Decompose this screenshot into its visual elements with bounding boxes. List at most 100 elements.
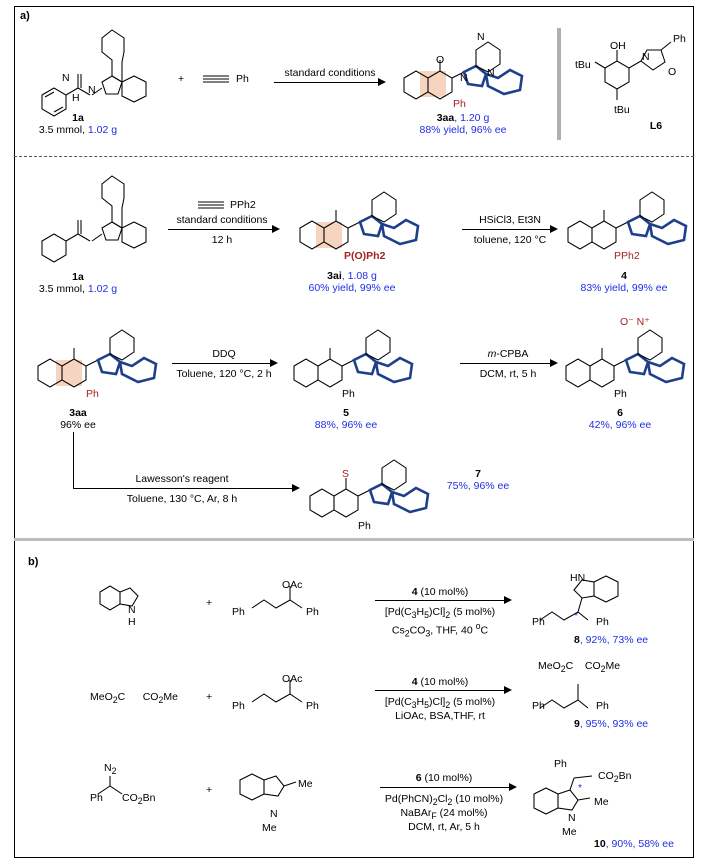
ligand-ph: Ph — [673, 33, 686, 45]
product-7-structure — [309, 459, 430, 518]
alkyne-group: Ph — [236, 73, 249, 85]
row4-lr-top: Lawesson's reagent — [135, 473, 229, 485]
ligand-n: N — [642, 51, 650, 63]
product-10-structure — [533, 775, 593, 815]
n-atom-label: N — [487, 67, 495, 79]
row2-cond-bottom: 12 h — [211, 234, 233, 246]
r2-c2: LiOAc, BSA,THF, rt — [395, 710, 485, 722]
row3-p5-label: 5 — [343, 407, 349, 419]
row2-reduction-bottom: toluene, 120 °C — [473, 234, 547, 246]
row4-lr-bottom: Toluene, 130 °C, Ar, 8 h — [126, 493, 238, 505]
r2-plus: + — [206, 691, 213, 703]
product-9-structure — [539, 684, 589, 709]
row3-p5-yield: 88%, 96% ee — [314, 419, 378, 431]
p8-ph2: Ph — [596, 616, 609, 628]
substrate-1a-structure — [41, 29, 147, 117]
r3-plus: + — [206, 784, 213, 796]
row2-cond-top: standard conditions — [176, 214, 268, 226]
r3-product: 10, 90%, 58% ee — [594, 838, 674, 850]
reaction-arrow — [73, 484, 300, 493]
stereo-star: * — [578, 782, 583, 794]
row3-p6-label: 6 — [617, 407, 623, 419]
thio-label: S — [342, 468, 350, 480]
r2-product: 9, 95%, 93% ee — [574, 718, 649, 730]
r3-nme: N — [270, 808, 278, 820]
r2-cat: 4 (10 mol%) — [411, 676, 469, 688]
dashed-separator — [14, 156, 694, 157]
n-atom-label: N — [88, 84, 96, 96]
row3-mcpba-top: m-CPBA — [487, 348, 529, 360]
reaction-arrow — [380, 783, 517, 792]
r3-cat: 6 (10 mol%) — [415, 772, 473, 784]
r3-diazo: N2 — [104, 762, 117, 777]
r3-c1: Pd(PhCN)2Cl2 (10 mol%) — [384, 793, 504, 808]
r3-ph: Ph — [90, 792, 103, 804]
r2-ph1: Ph — [232, 700, 245, 712]
indole-structure — [99, 585, 139, 611]
p10-me1: Me — [594, 796, 609, 808]
r3-c2: NaBArF (24 mol%) — [400, 807, 488, 822]
row3-mcpba-bottom: DCM, rt, 5 h — [479, 368, 537, 380]
ligand-label: L6 — [649, 120, 663, 132]
reaction-arrow — [172, 359, 278, 368]
product-3ai-structure — [299, 191, 420, 250]
plus-sign: + — [178, 73, 185, 85]
row3-sm-ee: 96% ee — [60, 419, 96, 431]
reaction-arrow — [460, 359, 558, 368]
r1-ph2: Ph — [306, 606, 319, 618]
r3-me2: Me — [262, 822, 277, 834]
p8-ph1: Ph — [532, 616, 545, 628]
row2-prod-amount: 3ai, 1.08 g — [327, 270, 377, 282]
r1-oac: OAc — [282, 579, 303, 591]
row2-prod-substituent: P(O)Ph2 — [344, 250, 386, 262]
reaction-arrow — [274, 78, 386, 87]
ligand-o: O — [668, 66, 677, 78]
branch-line — [73, 432, 74, 488]
row1-sm-amount: 3.5 mmol, 1.02 g — [38, 124, 118, 136]
diazo-structure — [97, 776, 123, 795]
row2-alkyne-group: PPh2 — [230, 199, 256, 211]
r3-c3: DCM, rt, Ar, 5 h — [408, 821, 480, 833]
row2-prod2-label: 4 — [621, 270, 627, 282]
reaction-arrow — [375, 596, 512, 605]
product-3aa-structure — [403, 41, 524, 100]
p9-esters: MeO2C CO2Me — [538, 660, 621, 675]
nh-label: H — [72, 92, 80, 104]
r2-c1: [Pd(C3H5)Cl]2 (5 mol%) — [384, 696, 496, 711]
p5-ph-label: Ph — [342, 388, 355, 400]
row2-reduction-top: HSiCl3, Et3N — [479, 214, 541, 226]
n-atom-label: N — [477, 31, 485, 43]
row1-conditions: standard conditions — [284, 67, 376, 79]
r1-plus: + — [206, 597, 213, 609]
row2-prod-yield: 60% yield, 99% ee — [308, 282, 396, 294]
sm-3aa-structure — [37, 329, 158, 388]
methylindole-structure — [239, 773, 297, 801]
row2-sm-amount: 3.5 mmol, 1.02 g — [38, 283, 118, 295]
row4-p7-yield: 75%, 96% ee — [446, 480, 510, 492]
row1-prod-substituent: Ph — [453, 98, 466, 110]
row2-prod2-yield: 83% yield, 99% ee — [580, 282, 668, 294]
r3-co2bn: CO2Bn — [122, 792, 156, 807]
ligand-oh: OH — [610, 40, 626, 52]
row2-sm-label: 1a — [72, 271, 84, 283]
product-8-structure — [539, 575, 619, 621]
r1-cat: 4 (10 mol%) — [411, 586, 469, 598]
ligand-divider — [557, 28, 561, 140]
figure-frame — [14, 6, 694, 858]
r1-c1: [Pd(C3H5)Cl]2 (5 mol%) — [384, 606, 496, 621]
row4-p7-label: 7 — [475, 468, 481, 480]
row3-p6-yield: 42%, 96% ee — [588, 419, 652, 431]
stereo-star: * — [574, 610, 579, 622]
alkyne-structure-2 — [198, 201, 224, 209]
row3-ox-bottom: Toluene, 120 °C, 2 h — [176, 368, 272, 380]
row2-prod2-substituent: PPh2 — [614, 250, 640, 262]
p8-hn: HN — [570, 572, 586, 584]
r1-c2: Cs2CO3, THF, 40 oC — [391, 621, 489, 639]
p10-ph: Ph — [554, 758, 567, 770]
allyl-acetate-structure-2 — [251, 680, 303, 703]
panel-b-label: b) — [28, 556, 39, 568]
p7-ph-label: Ph — [358, 520, 371, 532]
r1-ph1: Ph — [232, 606, 245, 618]
panel-a-label: a) — [20, 10, 30, 22]
reaction-arrow — [375, 686, 512, 695]
